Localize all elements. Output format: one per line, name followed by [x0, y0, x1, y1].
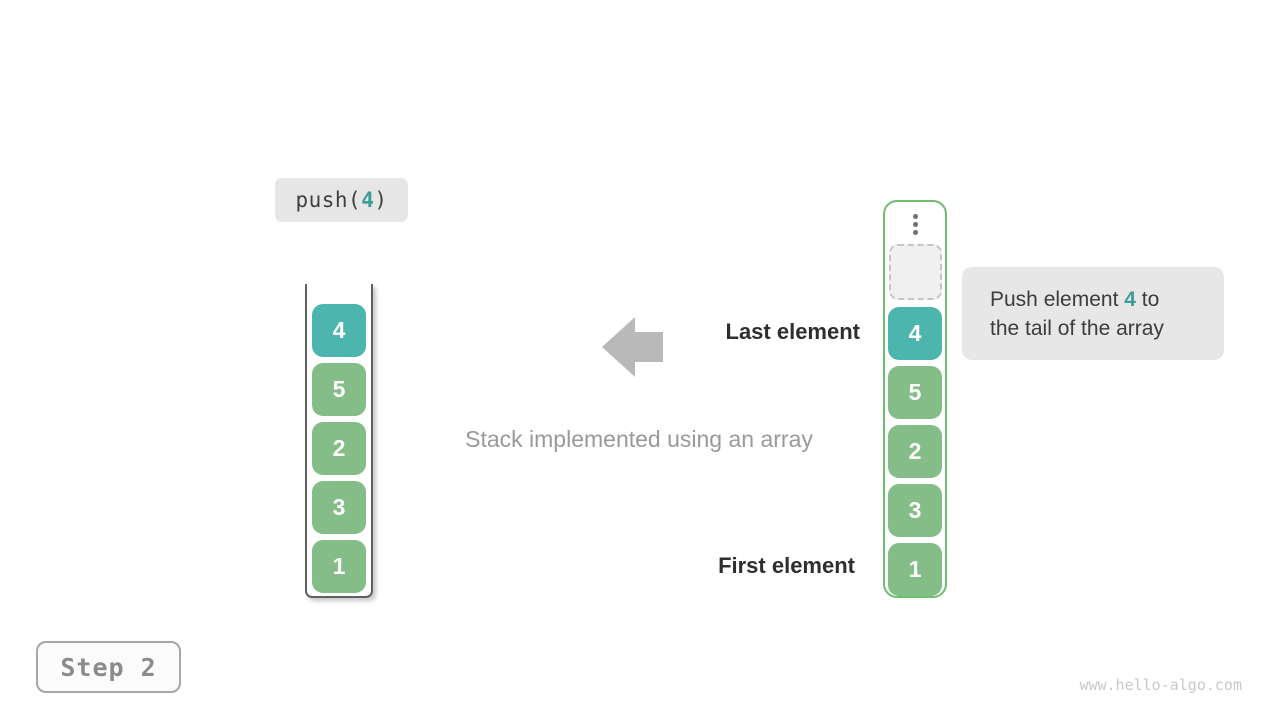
push-label-prefix: push(: [295, 188, 362, 212]
stack-cell: 2: [312, 422, 366, 475]
array-cells: 4 5 2 3 1: [888, 307, 942, 596]
stack-cell: 5: [312, 363, 366, 416]
array-cell: 2: [888, 425, 942, 478]
stack-cell: 3: [312, 481, 366, 534]
stack-cell: 4: [312, 304, 366, 357]
array-cell: 5: [888, 366, 942, 419]
step-badge: Step 2: [36, 641, 181, 693]
push-label-argument: 4: [361, 188, 375, 212]
last-element-label: Last element: [725, 319, 861, 344]
operation-tooltip: Push element 4 to the tail of the array: [962, 267, 1224, 360]
push-label-suffix: ): [374, 188, 388, 212]
first-element-label: First element: [718, 553, 855, 578]
vertical-dots-icon: [912, 214, 918, 235]
diagram-caption: Stack implemented using an array: [465, 426, 813, 452]
stack-cell: 1: [312, 540, 366, 593]
stack-container: 4 5 2 3 1: [305, 284, 373, 598]
array-container: 4 5 2 3 1: [883, 200, 947, 598]
empty-slot-placeholder: [888, 244, 942, 300]
tooltip-line2: the tail of the array: [990, 316, 1164, 340]
tooltip-line1: Push element 4 to: [990, 287, 1160, 311]
watermark: www.hello-algo.com: [1079, 676, 1242, 694]
array-cell: 4: [888, 307, 942, 360]
array-cell: 3: [888, 484, 942, 537]
arrow-left-icon: [602, 317, 663, 377]
push-operation-label: push(4): [275, 178, 408, 222]
tooltip-accent-value: 4: [1124, 287, 1136, 311]
array-cell: 1: [888, 543, 942, 596]
